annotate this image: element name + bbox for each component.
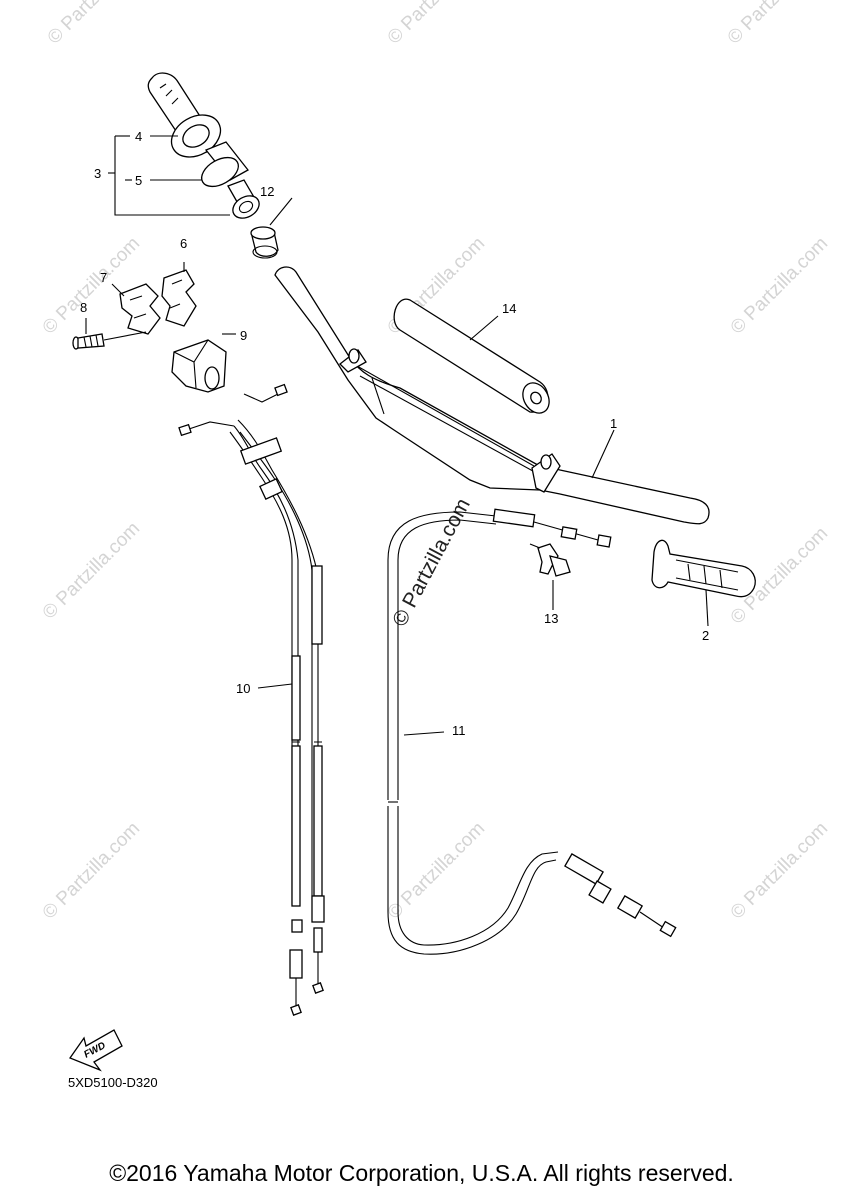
screw-part-8 [72, 333, 105, 350]
watermark: © Partzilla.com [39, 818, 144, 923]
callout-1: 1 [610, 416, 617, 431]
callout-7: 7 [100, 270, 107, 285]
callout-14: 14 [502, 301, 516, 316]
diagram-code: 5XD5100-D320 [68, 1075, 158, 1090]
callout-9: 9 [240, 328, 247, 343]
right-grip-part-2 [651, 539, 756, 598]
switch-housing-part-7 [119, 283, 161, 335]
watermark: © Partzilla.com [727, 233, 832, 338]
callout-12: 12 [260, 184, 274, 199]
cable-adjuster-part-13 [529, 543, 571, 577]
collar-part-12 [250, 226, 279, 259]
handlebar-pad-part-14 [393, 298, 550, 414]
fwd-arrow-icon: FWD [68, 1029, 123, 1072]
copyright-notice: ©2016 Yamaha Motor Corporation, U.S.A. A… [109, 1160, 734, 1186]
clutch-cable-part-11 [387, 508, 677, 955]
callout-8: 8 [80, 300, 87, 315]
watermark: © Partzilla.com [727, 818, 832, 923]
watermark: © Partzilla.com [39, 518, 144, 623]
watermark: © Partzilla.com [384, 0, 489, 49]
callout-6: 6 [180, 236, 187, 251]
callout-11: 11 [452, 723, 466, 738]
watermark-layer: © Partzilla.com © Partzilla.com © Partzi… [39, 0, 832, 924]
callout-2: 2 [702, 628, 709, 643]
callout-3: 3 [94, 166, 101, 181]
handlebar-part-1 [274, 266, 710, 525]
callout-5: 5 [135, 173, 142, 188]
center-watermark: © Partzilla.com [388, 495, 475, 631]
watermark: © Partzilla.com [724, 0, 829, 49]
callout-4: 4 [135, 129, 142, 144]
watermark: © Partzilla.com [44, 0, 149, 49]
switch-housing-part-6 [161, 269, 197, 327]
callout-10: 10 [236, 681, 250, 696]
left-grip-assembly [147, 72, 260, 219]
watermark: © Partzilla.com [384, 818, 489, 923]
watermark: © Partzilla.com [39, 233, 144, 338]
throttle-cable-part-10 [178, 383, 325, 1016]
callout-13: 13 [544, 611, 558, 626]
housing-cover-part-9 [171, 339, 227, 393]
